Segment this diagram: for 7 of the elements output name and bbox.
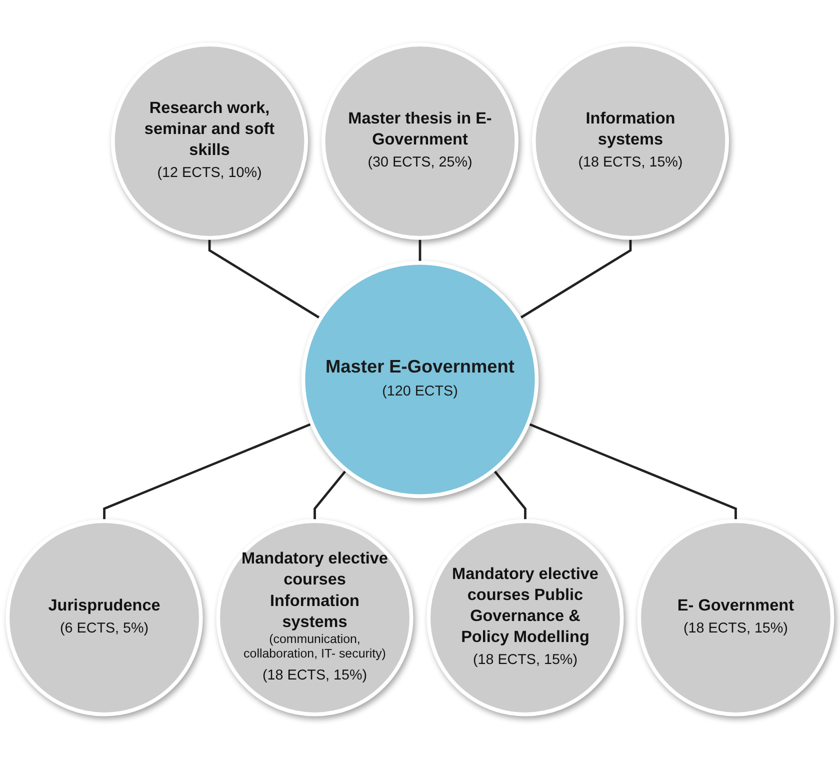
connector — [418, 238, 422, 263]
connector — [492, 469, 526, 522]
connector — [208, 238, 322, 320]
connector — [314, 469, 348, 522]
connector — [518, 238, 632, 320]
connector — [103, 422, 312, 522]
connector — [528, 422, 737, 522]
